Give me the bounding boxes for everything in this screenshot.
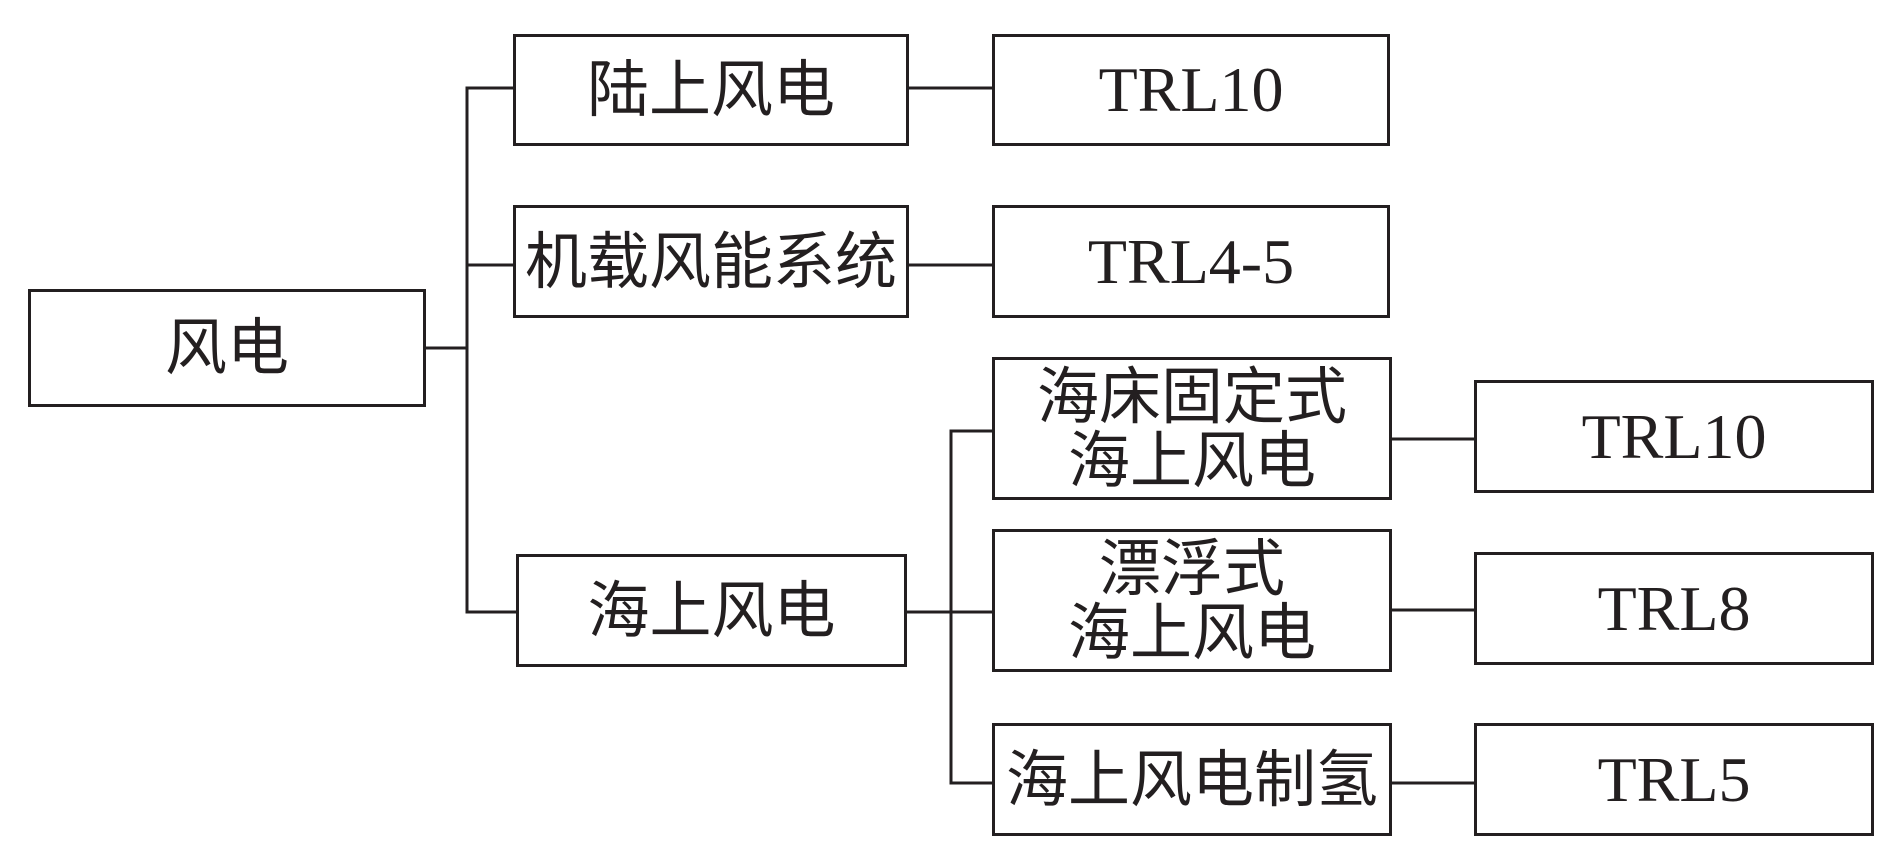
seabed-fixed-trl-node: TRL10 [1474,380,1874,493]
airborne-wind-node: 机载风能系统 [513,205,909,318]
hydrogen-node: 海上风电制氢 [992,723,1392,836]
root-label: 风电 [164,311,289,384]
onshore-trl-node: TRL10 [992,34,1390,146]
airborne-wind-label: 机载风能系统 [524,224,897,298]
floating-line-1: 漂浮式 [1098,532,1285,606]
hydrogen-trl-label: TRL5 [1597,743,1751,815]
airborne-trl-label: TRL4-5 [1087,225,1295,297]
onshore-wind-label: 陆上风电 [586,53,835,126]
hydrogen-trl-node: TRL5 [1474,723,1874,836]
seabed-fixed-trl-label: TRL10 [1581,400,1767,472]
hydrogen-label: 海上风电制氢 [1005,742,1378,816]
floating-trl-label: TRL8 [1597,572,1751,644]
seabed-fixed-line-2: 海上风电 [1067,423,1316,497]
root-node: 风电 [28,289,426,407]
floating-node: 漂浮式 海上风电 [992,529,1392,672]
seabed-fixed-line-1: 海床固定式 [1036,360,1347,434]
floating-trl-node: TRL8 [1474,552,1874,665]
seabed-fixed-text: 海床固定式 海上风电 [1036,360,1347,497]
offshore-wind-node: 海上风电 [516,554,907,667]
offshore-wind-label: 海上风电 [587,573,836,647]
onshore-trl-label: TRL10 [1098,54,1284,125]
onshore-wind-node: 陆上风电 [513,34,909,146]
floating-line-2: 海上风电 [1067,595,1316,669]
airborne-trl-node: TRL4-5 [992,205,1390,318]
seabed-fixed-node: 海床固定式 海上风电 [992,357,1392,500]
floating-text: 漂浮式 海上风电 [1067,532,1316,669]
